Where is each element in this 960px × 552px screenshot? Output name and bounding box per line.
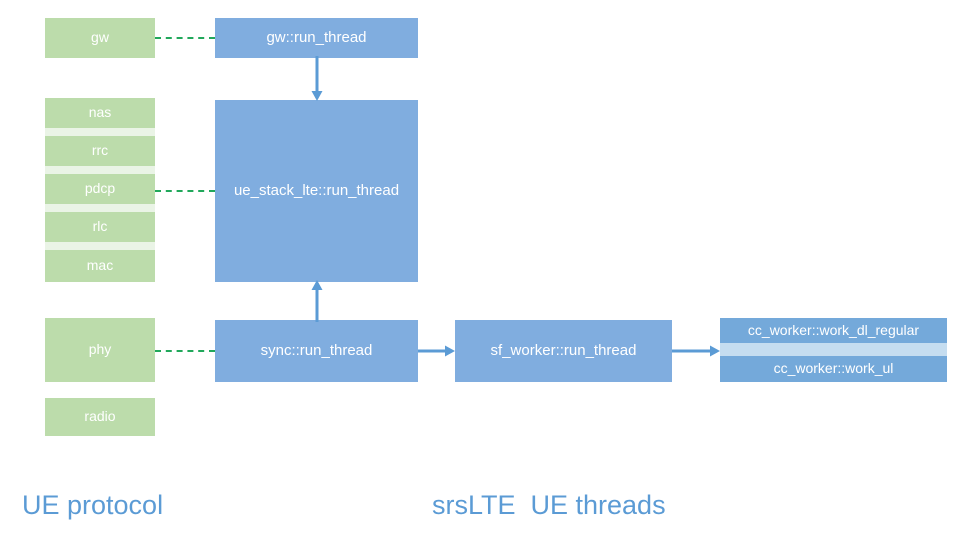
cc-worker-box-work-dl-regular[interactable]: cc_worker::work_dl_regular bbox=[720, 318, 947, 343]
arrow-gw-run-thread-to-ue-stack bbox=[311, 56, 323, 101]
caption-srslte-ue-threads: srsLTE UE threads bbox=[432, 490, 666, 520]
protocol-box-nas-label: nas bbox=[88, 104, 112, 121]
protocol-box-gw[interactable]: gw bbox=[45, 18, 155, 58]
protocol-box-mac-label: mac bbox=[86, 257, 114, 274]
protocol-box-rrc-label: rrc bbox=[91, 142, 109, 159]
cc-worker-box-work-ul[interactable]: cc_worker::work_ul bbox=[720, 356, 947, 382]
thread-box-sf-worker-run-thread[interactable]: sf_worker::run_thread bbox=[455, 320, 672, 382]
thread-box-ue-stack-lte-run-thread[interactable]: ue_stack_lte::run_thread bbox=[215, 100, 418, 282]
cc-worker-box-work-ul-label: cc_worker::work_ul bbox=[773, 360, 894, 377]
arrow-sf-worker-to-cc-worker bbox=[672, 345, 720, 357]
protocol-box-radio[interactable]: radio bbox=[45, 398, 155, 436]
cc-stack-separator bbox=[720, 343, 947, 356]
stack-separator bbox=[45, 128, 155, 136]
protocol-box-phy[interactable]: phy bbox=[45, 318, 155, 382]
protocol-box-pdcp[interactable]: pdcp bbox=[45, 174, 155, 204]
protocol-box-pdcp-label: pdcp bbox=[84, 180, 116, 197]
arrow-sync-to-ue-stack bbox=[311, 280, 323, 322]
protocol-box-rlc-label: rlc bbox=[92, 218, 108, 235]
thread-box-gw-run-thread[interactable]: gw::run_thread bbox=[215, 18, 418, 58]
stack-separator bbox=[45, 204, 155, 212]
thread-box-ue-stack-lte-run-thread-label: ue_stack_lte::run_thread bbox=[233, 181, 400, 199]
protocol-box-rrc[interactable]: rrc bbox=[45, 136, 155, 166]
cc-worker-stack: cc_worker::work_dl_regular cc_worker::wo… bbox=[720, 318, 947, 382]
stack-separator bbox=[45, 166, 155, 174]
protocol-box-radio-label: radio bbox=[84, 408, 116, 425]
protocol-stack: nas rrc pdcp rlc mac bbox=[45, 98, 155, 282]
thread-box-sync-run-thread[interactable]: sync::run_thread bbox=[215, 320, 418, 382]
thread-box-gw-run-thread-label: gw::run_thread bbox=[266, 28, 367, 46]
link-pdcp-to-ue-stack-lte bbox=[155, 190, 215, 192]
protocol-box-rlc[interactable]: rlc bbox=[45, 212, 155, 242]
thread-box-sf-worker-run-thread-label: sf_worker::run_thread bbox=[490, 341, 637, 359]
protocol-box-gw-label: gw bbox=[91, 29, 109, 46]
caption-ue-protocol: UE protocol bbox=[22, 490, 164, 520]
cc-worker-box-work-dl-regular-label: cc_worker::work_dl_regular bbox=[747, 321, 920, 338]
arrow-sync-to-sf-worker bbox=[418, 345, 455, 357]
protocol-box-phy-label: phy bbox=[88, 341, 112, 358]
thread-box-sync-run-thread-label: sync::run_thread bbox=[260, 341, 373, 359]
protocol-box-nas[interactable]: nas bbox=[45, 98, 155, 128]
link-gw-to-gw-run-thread bbox=[155, 37, 215, 39]
protocol-box-mac[interactable]: mac bbox=[45, 250, 155, 282]
stack-separator bbox=[45, 242, 155, 250]
link-phy-to-sync-run-thread bbox=[155, 350, 215, 352]
